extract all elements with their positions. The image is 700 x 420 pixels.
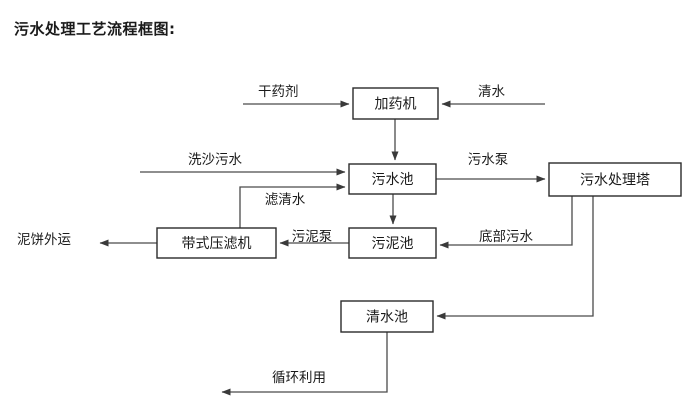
node-box (548, 162, 682, 197)
node-label: 带式压滤机 (182, 236, 252, 252)
node-treatment_tower[interactable]: 污水处理塔 (548, 162, 682, 197)
node-dosing_machine[interactable]: 加药机 (352, 87, 439, 120)
node-box (348, 163, 437, 195)
node-label: 污水池 (372, 172, 414, 188)
node-box (348, 227, 437, 259)
node-wastewater_pool[interactable]: 污水池 (348, 163, 437, 195)
node-box (156, 227, 277, 259)
node-label: 污泥池 (372, 236, 414, 252)
node-label: 加药机 (375, 97, 417, 113)
terminal-label-mud_cake_out: 泥饼外运 (17, 232, 71, 248)
node-clear_water_pool[interactable]: 清水池 (340, 300, 434, 333)
node-box (340, 300, 434, 333)
node-label: 清水池 (366, 310, 408, 326)
edge-label-wastewater_pump: 污水泵 (468, 152, 509, 168)
edge-filtrate-to-wastewater-pool (239, 183, 346, 228)
node-belt_filter_press[interactable]: 带式压滤机 (156, 227, 277, 259)
terminal-label-clean_water_in: 清水 (478, 84, 505, 100)
node-box (352, 87, 439, 120)
edge-label-sludge_pump: 污泥泵 (292, 229, 333, 245)
edge-label-bottom_wastewater: 底部污水 (479, 229, 533, 245)
edges-layer (99, 100, 594, 396)
edge-clear-water-pool-to-reuse (221, 332, 388, 396)
edge-label-recycling_reuse: 循环利用 (272, 370, 326, 386)
edge-tower-to-clear-water-pool (436, 196, 594, 320)
page-title: 污水处理工艺流程框图: (14, 20, 176, 38)
terminal-label-dry_chemical: 干药剂 (258, 84, 299, 100)
edge-label-filtered_clear_water: 滤清水 (265, 192, 306, 208)
node-sludge_pool[interactable]: 污泥池 (348, 227, 437, 259)
node-label: 污水处理塔 (580, 173, 650, 189)
edge-label-sand_wash_wastewater: 洗沙污水 (188, 152, 242, 168)
edge-tower-bottom-to-sludge-pool (439, 196, 573, 249)
